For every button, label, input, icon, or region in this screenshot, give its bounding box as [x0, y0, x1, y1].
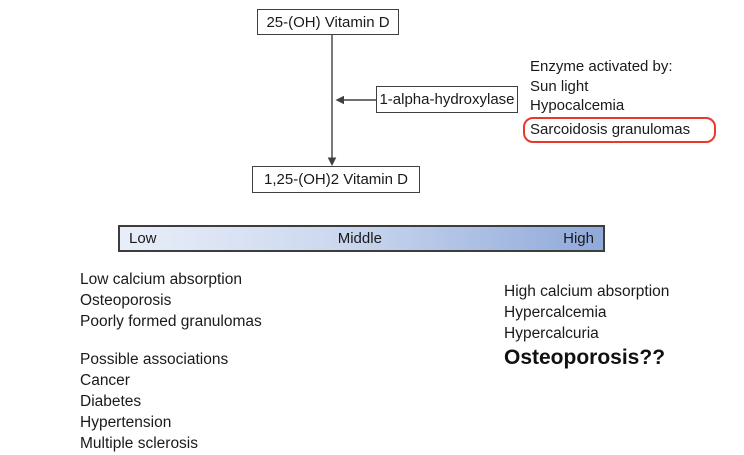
red-highlight-outline: Sarcoidosis granulomas: [523, 116, 717, 143]
osteoporosis-question-emphasis: Osteoporosis??: [504, 346, 666, 369]
enzyme-activator-item: Hypocalcemia: [530, 97, 625, 114]
bar-label-low: Low: [129, 230, 157, 247]
possible-associations-title: Possible associations: [80, 351, 229, 368]
enzyme-activator-item-highlighted: Sarcoidosis granulomas: [523, 116, 717, 143]
low-level-effects-list: Low calcium absorption Osteoporosis Poor…: [80, 269, 262, 332]
association-item: Diabetes: [80, 393, 142, 410]
high-effect-item: High calcium absorption: [504, 283, 670, 300]
left-arrowhead-icon: [335, 95, 344, 105]
possible-associations-list: Possible associations Cancer Diabetes Hy…: [80, 349, 228, 454]
low-effect-item: Poorly formed granulomas: [80, 313, 262, 330]
bar-label-high: High: [563, 230, 594, 247]
box-25-oh-vitamin-d: 25-(OH) Vitamin D: [257, 9, 399, 35]
vitamin-d-level-bar: Low Middle High: [118, 225, 605, 252]
association-item: Hypertension: [80, 414, 172, 431]
association-item: Multiple sclerosis: [80, 435, 199, 452]
high-effect-item: Hypercalcuria: [504, 325, 599, 342]
down-arrowhead-icon: [327, 157, 337, 166]
high-effect-item: Hypercalcemia: [504, 304, 607, 321]
low-effect-item: Osteoporosis: [80, 292, 172, 309]
box-1-alpha-hydroxylase: 1-alpha-hydroxylase: [376, 86, 518, 113]
association-item: Cancer: [80, 372, 130, 389]
high-level-effects-list: High calcium absorption Hypercalcemia Hy…: [504, 281, 669, 371]
bar-label-middle: Middle: [337, 230, 382, 247]
enzyme-activator-item: Sun light: [530, 77, 589, 95]
box-1-25-oh2-vitamin-d: 1,25-(OH)2 Vitamin D: [252, 166, 420, 193]
enzyme-activation-title: Enzyme activated by:: [530, 58, 673, 75]
low-effect-item: Low calcium absorption: [80, 271, 242, 288]
enzyme-activation-list: Enzyme activated by: Sun light Hypocalce…: [523, 57, 717, 143]
